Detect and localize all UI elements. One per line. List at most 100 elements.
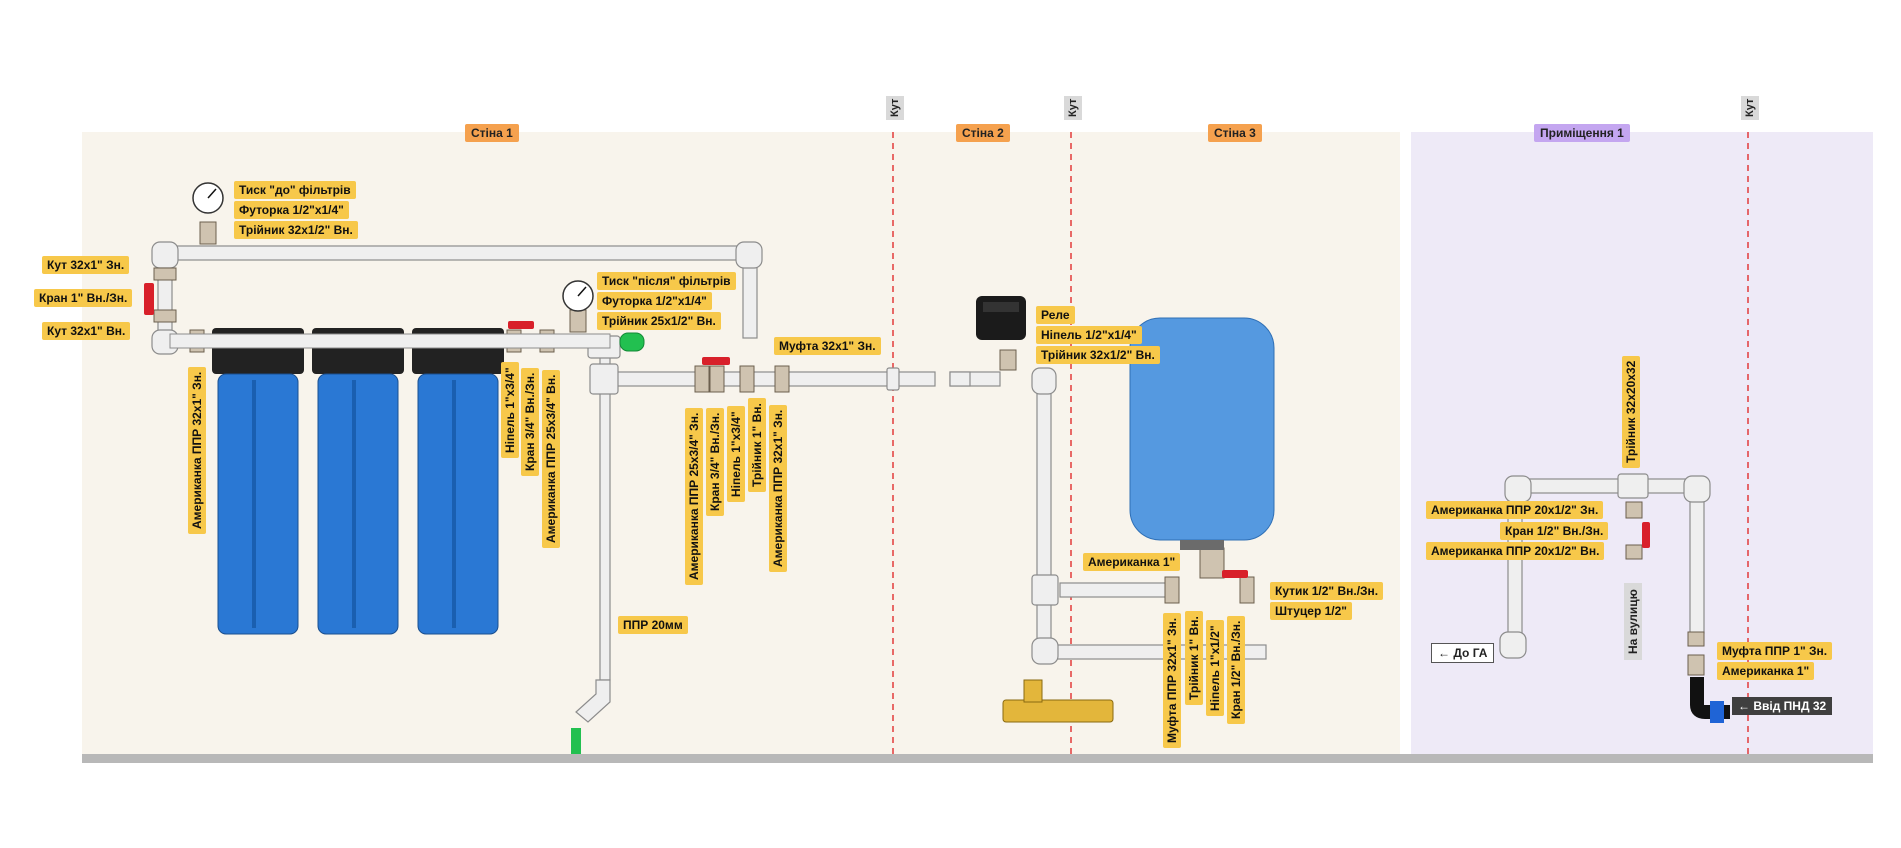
label-gauge-before: Тиск "до" фільтрів <box>234 181 356 199</box>
green-outlet <box>571 728 581 754</box>
label-tee-after: Трійник 25х1/2" Вн. <box>597 312 721 330</box>
vlabel-tee-1b: Трійник 1" Вн. <box>1185 611 1203 705</box>
elbow-bottom <box>1031 637 1059 665</box>
tank-riser <box>1036 387 1052 659</box>
corner-label-1: Кут <box>886 95 904 120</box>
brass-fitting-gauge2 <box>569 309 587 333</box>
gauge-after <box>562 280 594 312</box>
label-elbow-bottom: Кут 32х1" Вн. <box>42 322 131 340</box>
brass-main-4 <box>774 365 790 393</box>
label-american-ppr-bottom: Американка ППР 20х1/2" Вн. <box>1426 542 1605 560</box>
filter-3 <box>412 328 504 635</box>
label-valve-inlet: Кран 1" Вн./Зн. <box>34 289 133 307</box>
brass-union-2 <box>153 309 177 323</box>
label-tee-before: Трійник 32х1/2" Вн. <box>234 221 358 239</box>
vlabel-valve-12: Кран 1/2" Вн./Зн. <box>1227 615 1245 724</box>
brass-fitting-gauge1 <box>199 221 217 245</box>
brass-main-2 <box>709 365 725 393</box>
brass-room-1 <box>1625 501 1643 519</box>
elbow-room-bottom <box>1499 631 1527 659</box>
coupling-wall <box>886 367 900 391</box>
brass-room-3 <box>1687 631 1705 647</box>
valve-handle-filter-out <box>508 321 534 329</box>
zone-wall-3: Стіна 3 <box>1208 124 1262 142</box>
tank-branch <box>1059 582 1171 598</box>
label-tee-relay: Трійник 32х1/2" Вн. <box>1036 346 1160 364</box>
filter-1 <box>212 328 304 635</box>
room-top-pipe <box>1514 478 1696 494</box>
main-pipe <box>599 371 936 387</box>
zone-wall-1: Стіна 1 <box>465 124 519 142</box>
label-gauge-after: Тиск "після" фільтрів <box>597 272 736 290</box>
label-relay: Реле <box>1036 306 1075 324</box>
green-cap <box>619 332 645 352</box>
label-american-tank: Американка 1" <box>1083 553 1181 571</box>
label-coupling-ppr: Муфта ППР 1" Зн. <box>1717 642 1833 660</box>
elbow-top-right <box>735 241 763 269</box>
label-fitting-tank: Штуцер 1/2" <box>1270 602 1352 620</box>
label-bushing-after: Футорка 1/2"х1/4" <box>597 292 712 310</box>
valve-handle-room <box>1642 522 1650 548</box>
brass-relay <box>999 349 1017 371</box>
tag-to-street: На вулицю <box>1624 583 1642 660</box>
label-elbow-top: Кут 32х1" Зн. <box>42 256 130 274</box>
brass-room-4 <box>1687 654 1705 676</box>
tee-tank <box>1031 574 1059 606</box>
label-american-ppr-top: Американка ППР 20х1/2" Зн. <box>1426 501 1604 519</box>
vlabel-american-ppr-25b: Американка ППР 25х3/4" Зн. <box>685 407 703 585</box>
vlabel-valve-34b: Кран 3/4" Вн./Зн. <box>706 407 724 516</box>
vlabel-american-ppr-25: Американка ППР 25х3/4" Вн. <box>542 369 560 548</box>
valve-handle-inlet <box>144 283 154 315</box>
tag-to-ga: ← До ГА <box>1431 643 1495 663</box>
brass-tank-3 <box>1239 576 1255 604</box>
brass-room-2 <box>1625 544 1643 560</box>
brass-tank-1 <box>1164 576 1180 604</box>
tag-inlet: ← Ввід ПНД 32 <box>1732 697 1833 715</box>
brass-union-1 <box>153 267 177 281</box>
vlabel-tee-32-20: Трійник 32х20х32 <box>1622 355 1640 468</box>
brass-main-3 <box>739 365 755 393</box>
drop-pipe <box>599 349 611 681</box>
elbow-room-left <box>1504 475 1532 503</box>
valve-handle-main <box>702 357 730 365</box>
vlabel-tee-1: Трійник 1" Вн. <box>748 398 766 492</box>
room-right-pipe <box>1689 492 1705 634</box>
label-nipple-relay: Нiпель 1/2"х1/4" <box>1036 326 1142 344</box>
tee-main <box>589 363 619 395</box>
label-valve-room: Кран 1/2" Вн./Зн. <box>1500 522 1609 540</box>
vlabel-american-ppr-32: Американка ППР 32х1" Зн. <box>188 366 206 534</box>
vlabel-nipple-1-12: Нiпель 1"х1/2" <box>1206 620 1224 716</box>
corner-label-3: Кут <box>1741 95 1759 120</box>
vlabel-american-ppr-32b: Американка ППР 32х1" Зн. <box>769 404 787 572</box>
valve-handle-tank <box>1222 570 1248 578</box>
label-bushing-before: Футорка 1/2"х1/4" <box>234 201 349 219</box>
label-ppr20: ППР 20мм <box>618 616 688 634</box>
stub-left <box>949 371 971 387</box>
elbow-top-left <box>151 241 179 269</box>
label-angle-tank: Кутик 1/2" Вн./Зн. <box>1270 582 1384 600</box>
vlabel-coupling-32: Муфта ППР 32х1" Зн. <box>1163 612 1181 748</box>
gauge-before <box>192 182 224 214</box>
tee-room <box>1617 473 1649 499</box>
floor-tee <box>1002 679 1114 723</box>
floor-line <box>82 754 1873 763</box>
brass-main-1 <box>694 365 710 393</box>
zone-room-1: Приміщення 1 <box>1534 124 1630 142</box>
vlabel-nipple-1-34: Нiпель 1"х3/4" <box>501 362 519 458</box>
label-coupling-main: Муфта 32х1" Зн. <box>774 337 881 355</box>
elbow-wall3 <box>1031 367 1057 395</box>
filter-2 <box>312 328 404 635</box>
filter-manifold <box>169 333 611 349</box>
zone-wall-2: Стіна 2 <box>956 124 1010 142</box>
pressure-relay <box>976 296 1026 340</box>
brass-tank-2 <box>1199 547 1225 579</box>
corner-label-2: Кут <box>1064 95 1082 120</box>
inlet-pnd <box>1690 677 1730 723</box>
expansion-tank <box>1129 317 1275 550</box>
vlabel-valve-34: Кран 3/4" Вн./Зн. <box>521 367 539 476</box>
elbow-room-right <box>1683 475 1711 503</box>
vlabel-nipple-1-34b: Нiпель 1"х3/4" <box>727 406 745 502</box>
bypass-down-pipe <box>742 257 758 339</box>
drop-bend <box>575 679 611 723</box>
